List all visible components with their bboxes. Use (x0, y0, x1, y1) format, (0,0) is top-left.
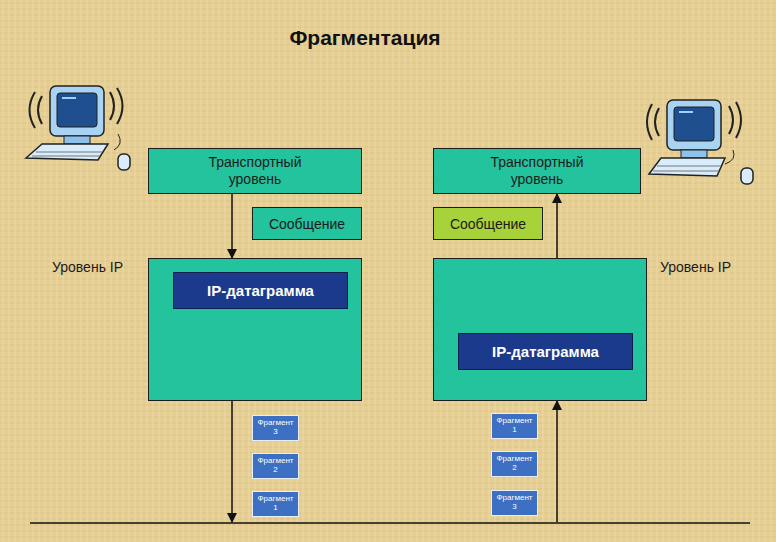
transport-layer-box: Транспортный уровень (433, 148, 641, 194)
node-text: Фрагмент 1 (494, 417, 535, 435)
node-text: Фрагмент 3 (255, 419, 296, 437)
flow-arrow (556, 194, 558, 258)
node-text: Транспортный уровень (195, 154, 315, 189)
computer-icon (26, 86, 130, 170)
fragment-box: Фрагмент 3 (491, 490, 538, 516)
flow-arrow (231, 194, 233, 258)
node-text: Сообщение (269, 216, 345, 232)
datagram-box: IP-датаграмма (173, 272, 348, 309)
datagram-box: IP-датаграмма (458, 333, 633, 370)
ip-layer-box: IP-датаграмма (148, 258, 362, 401)
node-text: IP-датаграмма (207, 282, 314, 299)
fragment-box: Фрагмент 1 (252, 491, 299, 517)
fragment-box: Фрагмент 1 (491, 413, 538, 439)
ip-layer-box: IP-датаграмма (433, 258, 647, 401)
send-arrow (231, 401, 233, 522)
fragment-box: Фрагмент 3 (252, 415, 299, 441)
layer-label: Уровень IP (660, 259, 731, 275)
node-text: IP-датаграмма (492, 343, 599, 360)
fragment-box: Фрагмент 2 (491, 451, 538, 477)
computer-icon (647, 100, 753, 184)
transport-layer-box: Транспортный уровень (148, 148, 362, 194)
node-text: Фрагмент 3 (494, 494, 535, 512)
fragment-box: Фрагмент 2 (252, 453, 299, 479)
node-text: Фрагмент 2 (494, 455, 535, 473)
receive-arrow (556, 401, 558, 522)
layer-label: Уровень IP (52, 259, 123, 275)
node-text: Фрагмент 1 (255, 495, 296, 513)
network-line (30, 522, 750, 524)
node-text: Транспортный уровень (477, 154, 597, 189)
node-text: Фрагмент 2 (255, 457, 296, 475)
diagram-title: Фрагментация (0, 26, 730, 50)
message-box: Сообщение (433, 207, 543, 240)
node-text: Сообщение (450, 216, 526, 232)
message-box: Сообщение (252, 207, 362, 240)
